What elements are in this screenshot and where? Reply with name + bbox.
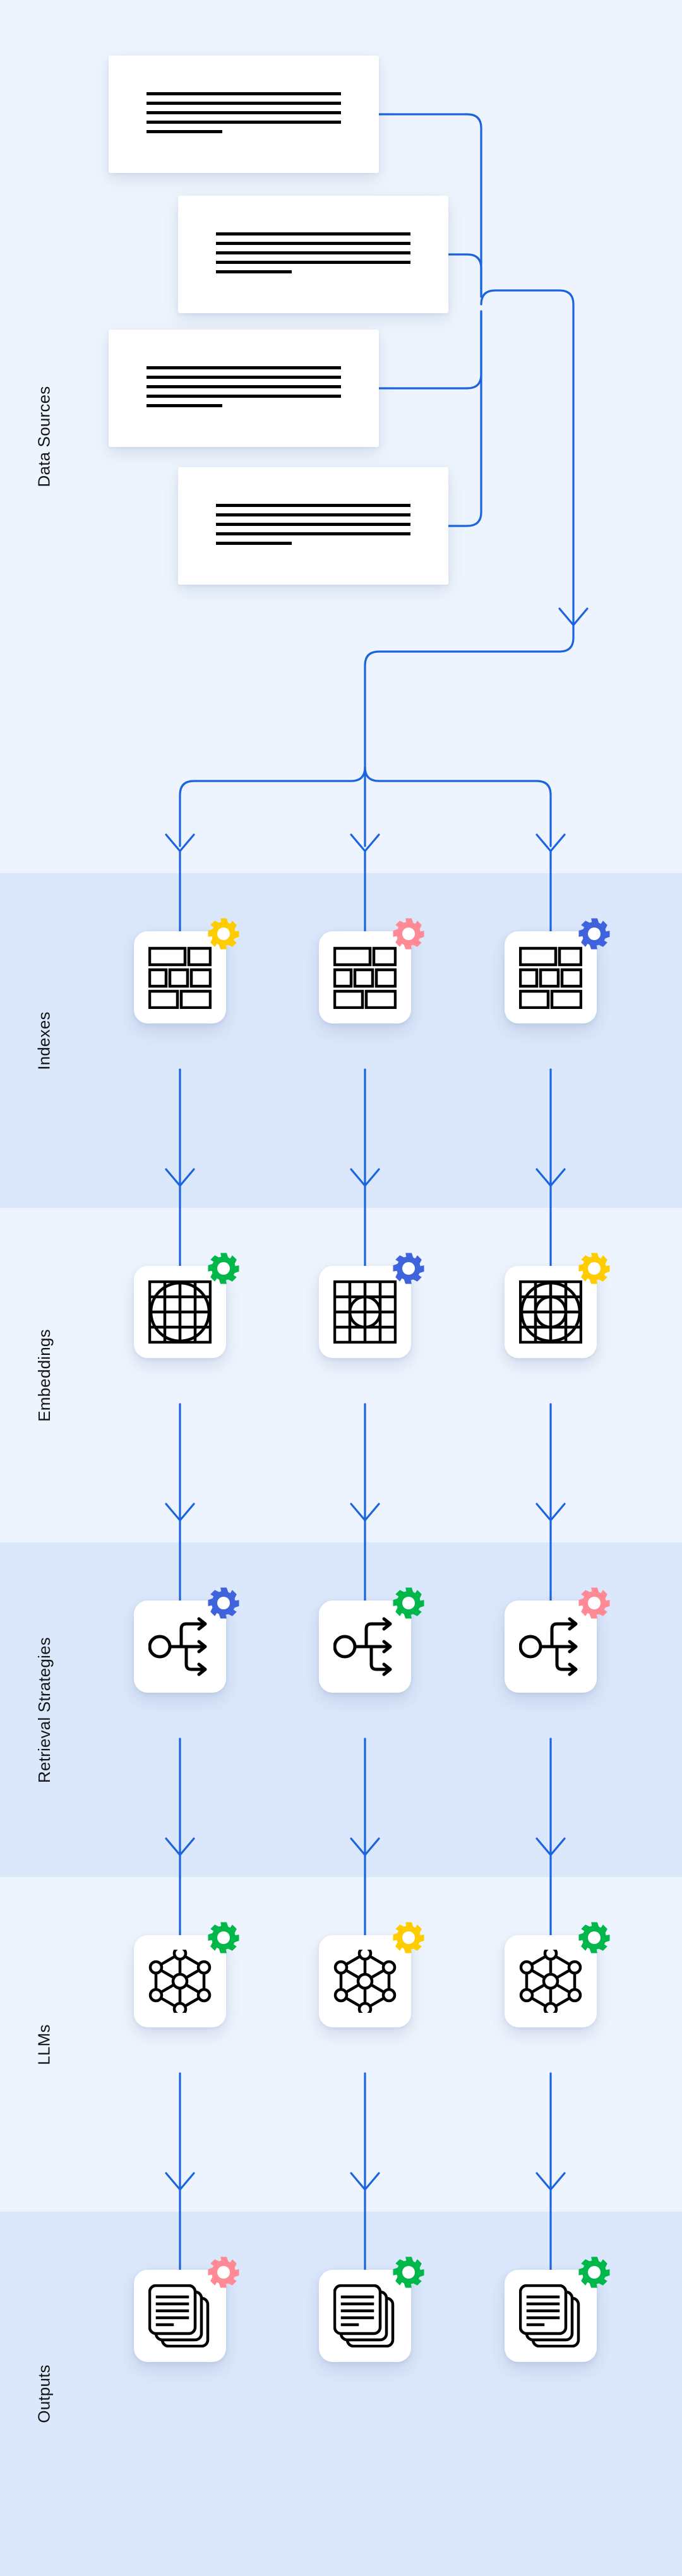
output-docs-icon — [148, 2284, 210, 2347]
node-outputs-3[interactable] — [505, 2257, 610, 2362]
node-llms-3[interactable] — [505, 1922, 610, 2027]
retrieval-branch-icon — [519, 1617, 578, 1676]
section-label-data-sources: Data Sources — [0, 0, 88, 873]
gear-icon — [578, 918, 610, 950]
document-text-lines — [146, 92, 342, 133]
gear-icon — [578, 2257, 610, 2288]
section-label-llms: LLMs — [0, 1877, 88, 2212]
gear-icon — [393, 918, 424, 950]
node-indexes-3[interactable] — [505, 918, 610, 1023]
gear-icon — [578, 1253, 610, 1284]
index-grid-icon — [333, 946, 397, 1009]
retrieval-branch-icon — [333, 1617, 392, 1676]
embedding-grid-icon — [333, 1280, 397, 1344]
llm-network-icon — [519, 1950, 582, 2013]
llm-network-icon — [333, 1950, 397, 2013]
band-retrieval-strategies — [0, 1542, 682, 1877]
gear-icon — [578, 1587, 610, 1619]
source-document-2[interactable] — [178, 196, 448, 313]
band-indexes — [0, 873, 682, 1208]
retrieval-branch-icon — [148, 1617, 207, 1676]
embedding-grid-icon — [148, 1280, 212, 1344]
gear-icon — [208, 1253, 239, 1284]
section-label-embeddings: Embeddings — [0, 1208, 88, 1542]
gear-icon — [208, 1587, 239, 1619]
source-document-4[interactable] — [178, 467, 448, 585]
band-embeddings — [0, 1208, 682, 1542]
node-outputs-2[interactable] — [319, 2257, 424, 2362]
llm-network-icon — [148, 1950, 212, 2013]
gear-icon — [393, 1922, 424, 1953]
node-retrieval-strategies-3[interactable] — [505, 1587, 610, 1693]
index-grid-icon — [148, 946, 212, 1009]
gear-icon — [393, 1253, 424, 1284]
gear-icon — [393, 1587, 424, 1619]
gear-icon — [578, 1922, 610, 1953]
node-llms-2[interactable] — [319, 1922, 424, 2027]
node-embeddings-1[interactable] — [134, 1253, 239, 1358]
source-document-3[interactable] — [109, 330, 379, 447]
node-embeddings-3[interactable] — [505, 1253, 610, 1358]
section-label-retrieval-strategies: Retrieval Strategies — [0, 1542, 88, 1877]
document-text-lines — [215, 232, 411, 273]
section-label-text: Data Sources — [34, 386, 54, 487]
section-label-outputs: Outputs — [0, 2212, 88, 2576]
gear-icon — [393, 2257, 424, 2288]
node-embeddings-2[interactable] — [319, 1253, 424, 1358]
output-docs-icon — [519, 2284, 580, 2347]
gear-icon — [208, 2257, 239, 2288]
document-text-lines — [215, 503, 411, 545]
embedding-grid-icon — [519, 1280, 582, 1344]
gear-icon — [208, 1922, 239, 1953]
node-indexes-2[interactable] — [319, 918, 424, 1023]
band-llms — [0, 1877, 682, 2212]
section-label-text: Outputs — [34, 2364, 54, 2423]
node-retrieval-strategies-1[interactable] — [134, 1587, 239, 1693]
output-docs-icon — [333, 2284, 395, 2347]
gear-icon — [208, 918, 239, 950]
index-grid-icon — [519, 946, 582, 1009]
node-retrieval-strategies-2[interactable] — [319, 1587, 424, 1693]
node-outputs-1[interactable] — [134, 2257, 239, 2362]
node-indexes-1[interactable] — [134, 918, 239, 1023]
section-label-text: Indexes — [34, 1011, 54, 1070]
section-label-text: Embeddings — [34, 1328, 54, 1422]
node-llms-1[interactable] — [134, 1922, 239, 2027]
section-label-text: Retrieval Strategies — [34, 1637, 54, 1783]
document-text-lines — [146, 366, 342, 407]
section-label-indexes: Indexes — [0, 873, 88, 1208]
section-label-text: LLMs — [34, 2024, 54, 2065]
source-document-1[interactable] — [109, 56, 379, 173]
